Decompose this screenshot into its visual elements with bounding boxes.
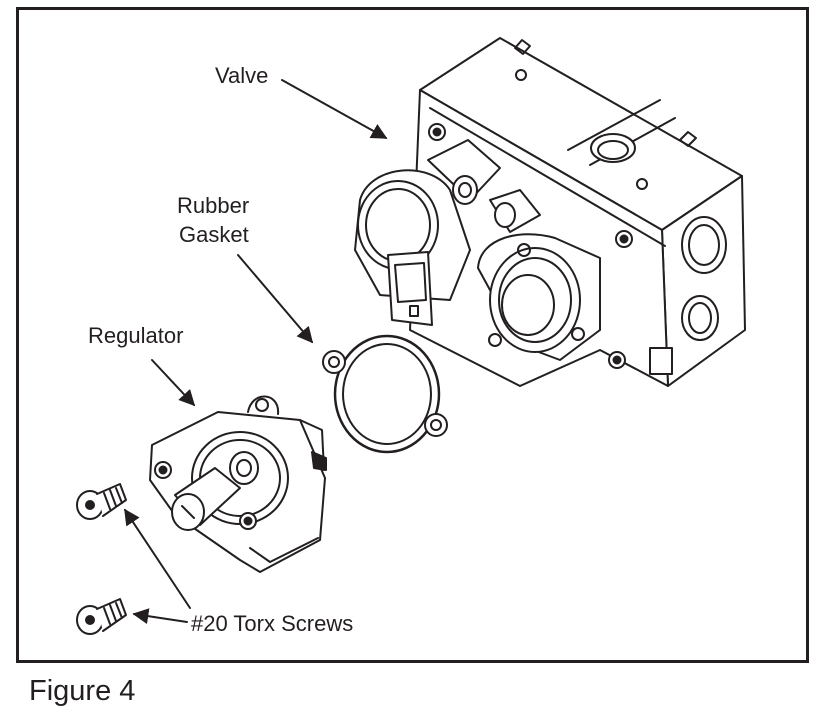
rubber-gasket-label-line2: Gasket bbox=[179, 222, 249, 247]
torx-screw-lower bbox=[76, 598, 127, 635]
figure-caption: Figure 4 bbox=[29, 675, 136, 707]
regulator-label: Regulator bbox=[88, 323, 184, 348]
rubber-gasket bbox=[322, 334, 448, 454]
valve-leader-arrow bbox=[281, 79, 388, 139]
figure-frame bbox=[16, 7, 809, 663]
screw-upper-leader-arrow bbox=[124, 508, 191, 609]
regulator bbox=[149, 395, 327, 573]
torx-screws-label: #20 Torx Screws bbox=[191, 611, 354, 636]
torx-screw-upper bbox=[76, 483, 127, 520]
valve-body bbox=[354, 37, 746, 387]
screw-lower-leader-arrow bbox=[132, 608, 188, 625]
valve-label: Valve bbox=[215, 63, 269, 88]
gasket-leader-arrow bbox=[237, 254, 314, 344]
rubber-gasket-label-line1: Rubber bbox=[177, 193, 250, 218]
regulator-leader-arrow bbox=[151, 359, 196, 407]
